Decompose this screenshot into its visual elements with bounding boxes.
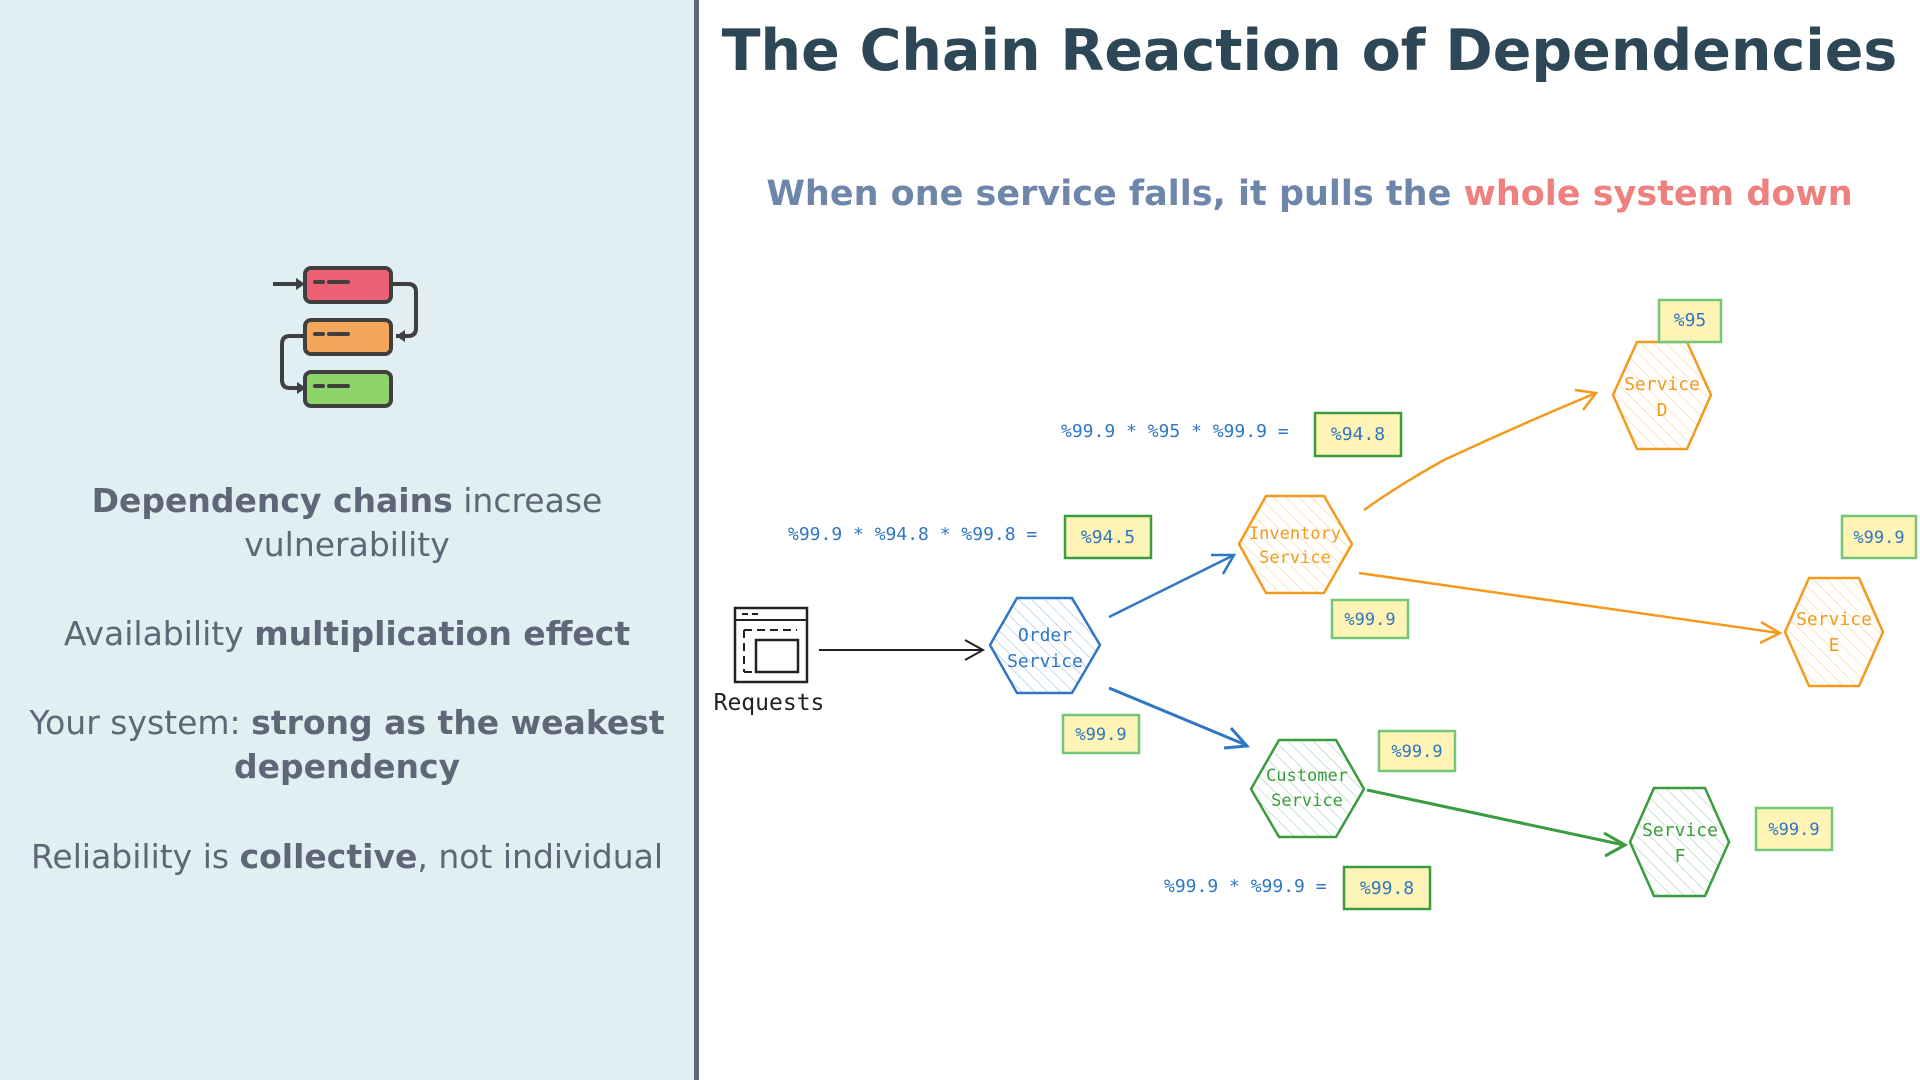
panel-divider — [694, 0, 699, 1080]
availability-badge-inventory: %99.9 — [1330, 598, 1410, 640]
node-label-line2: Service — [1271, 791, 1343, 811]
node-label-line2: E — [1829, 635, 1840, 656]
point-weakest-dependency: Your system: strong as the weakest depen… — [29, 703, 665, 786]
node-label-line1: Service — [1796, 609, 1872, 630]
edge-requests-order — [819, 639, 986, 661]
page-subtitle: When one service falls, it pulls the who… — [766, 174, 1853, 214]
node-label-line1: Customer — [1266, 766, 1348, 786]
svg-text:%99.9: %99.9 — [1768, 820, 1819, 840]
edge-inventory-service-e — [1358, 571, 1783, 645]
svg-text:%99.9: %99.9 — [1391, 742, 1442, 762]
formula-expression: %99.9 * %95 * %99.9 = — [1061, 421, 1289, 442]
node-label-line2: Service — [1259, 548, 1331, 568]
right-panel: The Chain Reaction of Dependencies When … — [699, 0, 1920, 1080]
availability-badge-service-e: %99.9 — [1840, 514, 1918, 560]
service-e-node: Service E — [1783, 576, 1885, 688]
node-label-line1: Order — [1018, 625, 1072, 646]
formula-inventory: %99.9 * %95 * %99.9 = %94.8 — [1061, 411, 1403, 458]
service-d-node: Service D — [1611, 340, 1713, 451]
node-label-line2: F — [1675, 846, 1686, 867]
service-f-node: Service F — [1628, 786, 1731, 898]
point-dependency-chains: Dependency chains increase vulnerability — [91, 481, 603, 564]
svg-text:%99.9: %99.9 — [1075, 725, 1126, 745]
edge-inventory-service-d — [1363, 388, 1599, 512]
requests-label: Requests — [714, 690, 825, 716]
svg-text:%95: %95 — [1674, 310, 1707, 331]
order-service-node: Order Service — [988, 596, 1102, 695]
node-label-line1: Service — [1624, 374, 1700, 395]
formula-result: %99.8 — [1360, 878, 1414, 899]
edge-order-customer — [1108, 686, 1251, 750]
browser-window-icon — [733, 606, 809, 684]
customer-service-node: Customer Service — [1249, 738, 1366, 839]
formula-customer: %99.9 * %99.9 = %99.8 — [1164, 865, 1432, 911]
left-panel: Dependency chains increase vulnerability… — [0, 0, 694, 1080]
node-label-line1: Service — [1642, 820, 1718, 841]
point-multiplication-effect: Availability multiplication effect — [63, 614, 631, 653]
edge-order-inventory — [1108, 553, 1237, 619]
inventory-service-node: Inventory Service — [1237, 494, 1354, 595]
formula-expression: %99.9 * %99.9 = — [1164, 876, 1327, 897]
node-label-line1: Inventory — [1249, 524, 1341, 544]
formula-result: %94.8 — [1331, 424, 1385, 445]
svg-text:%99.9: %99.9 — [1853, 528, 1904, 548]
dependency-diagram: Requests Order Service Inventory Service… — [714, 298, 1918, 911]
linked-chain-blocks-icon — [273, 266, 418, 408]
formula-order: %99.9 * %94.8 * %99.8 = %94.5 — [788, 514, 1153, 560]
point-collective: Reliability is collective, not individua… — [30, 837, 664, 876]
edge-customer-service-f — [1366, 788, 1629, 858]
formula-result: %94.5 — [1081, 527, 1135, 548]
svg-text:%99.9: %99.9 — [1344, 610, 1395, 630]
formula-expression: %99.9 * %94.8 * %99.8 = — [788, 524, 1037, 545]
node-label-line2: D — [1657, 400, 1668, 421]
availability-badge-order: %99.9 — [1061, 713, 1141, 755]
availability-badge-customer: %99.9 — [1377, 729, 1457, 773]
node-label-line2: Service — [1007, 651, 1083, 672]
availability-badge-service-f: %99.9 — [1754, 806, 1834, 852]
page-title: The Chain Reaction of Dependencies — [721, 18, 1898, 84]
availability-badge-service-d: %95 — [1657, 298, 1723, 344]
